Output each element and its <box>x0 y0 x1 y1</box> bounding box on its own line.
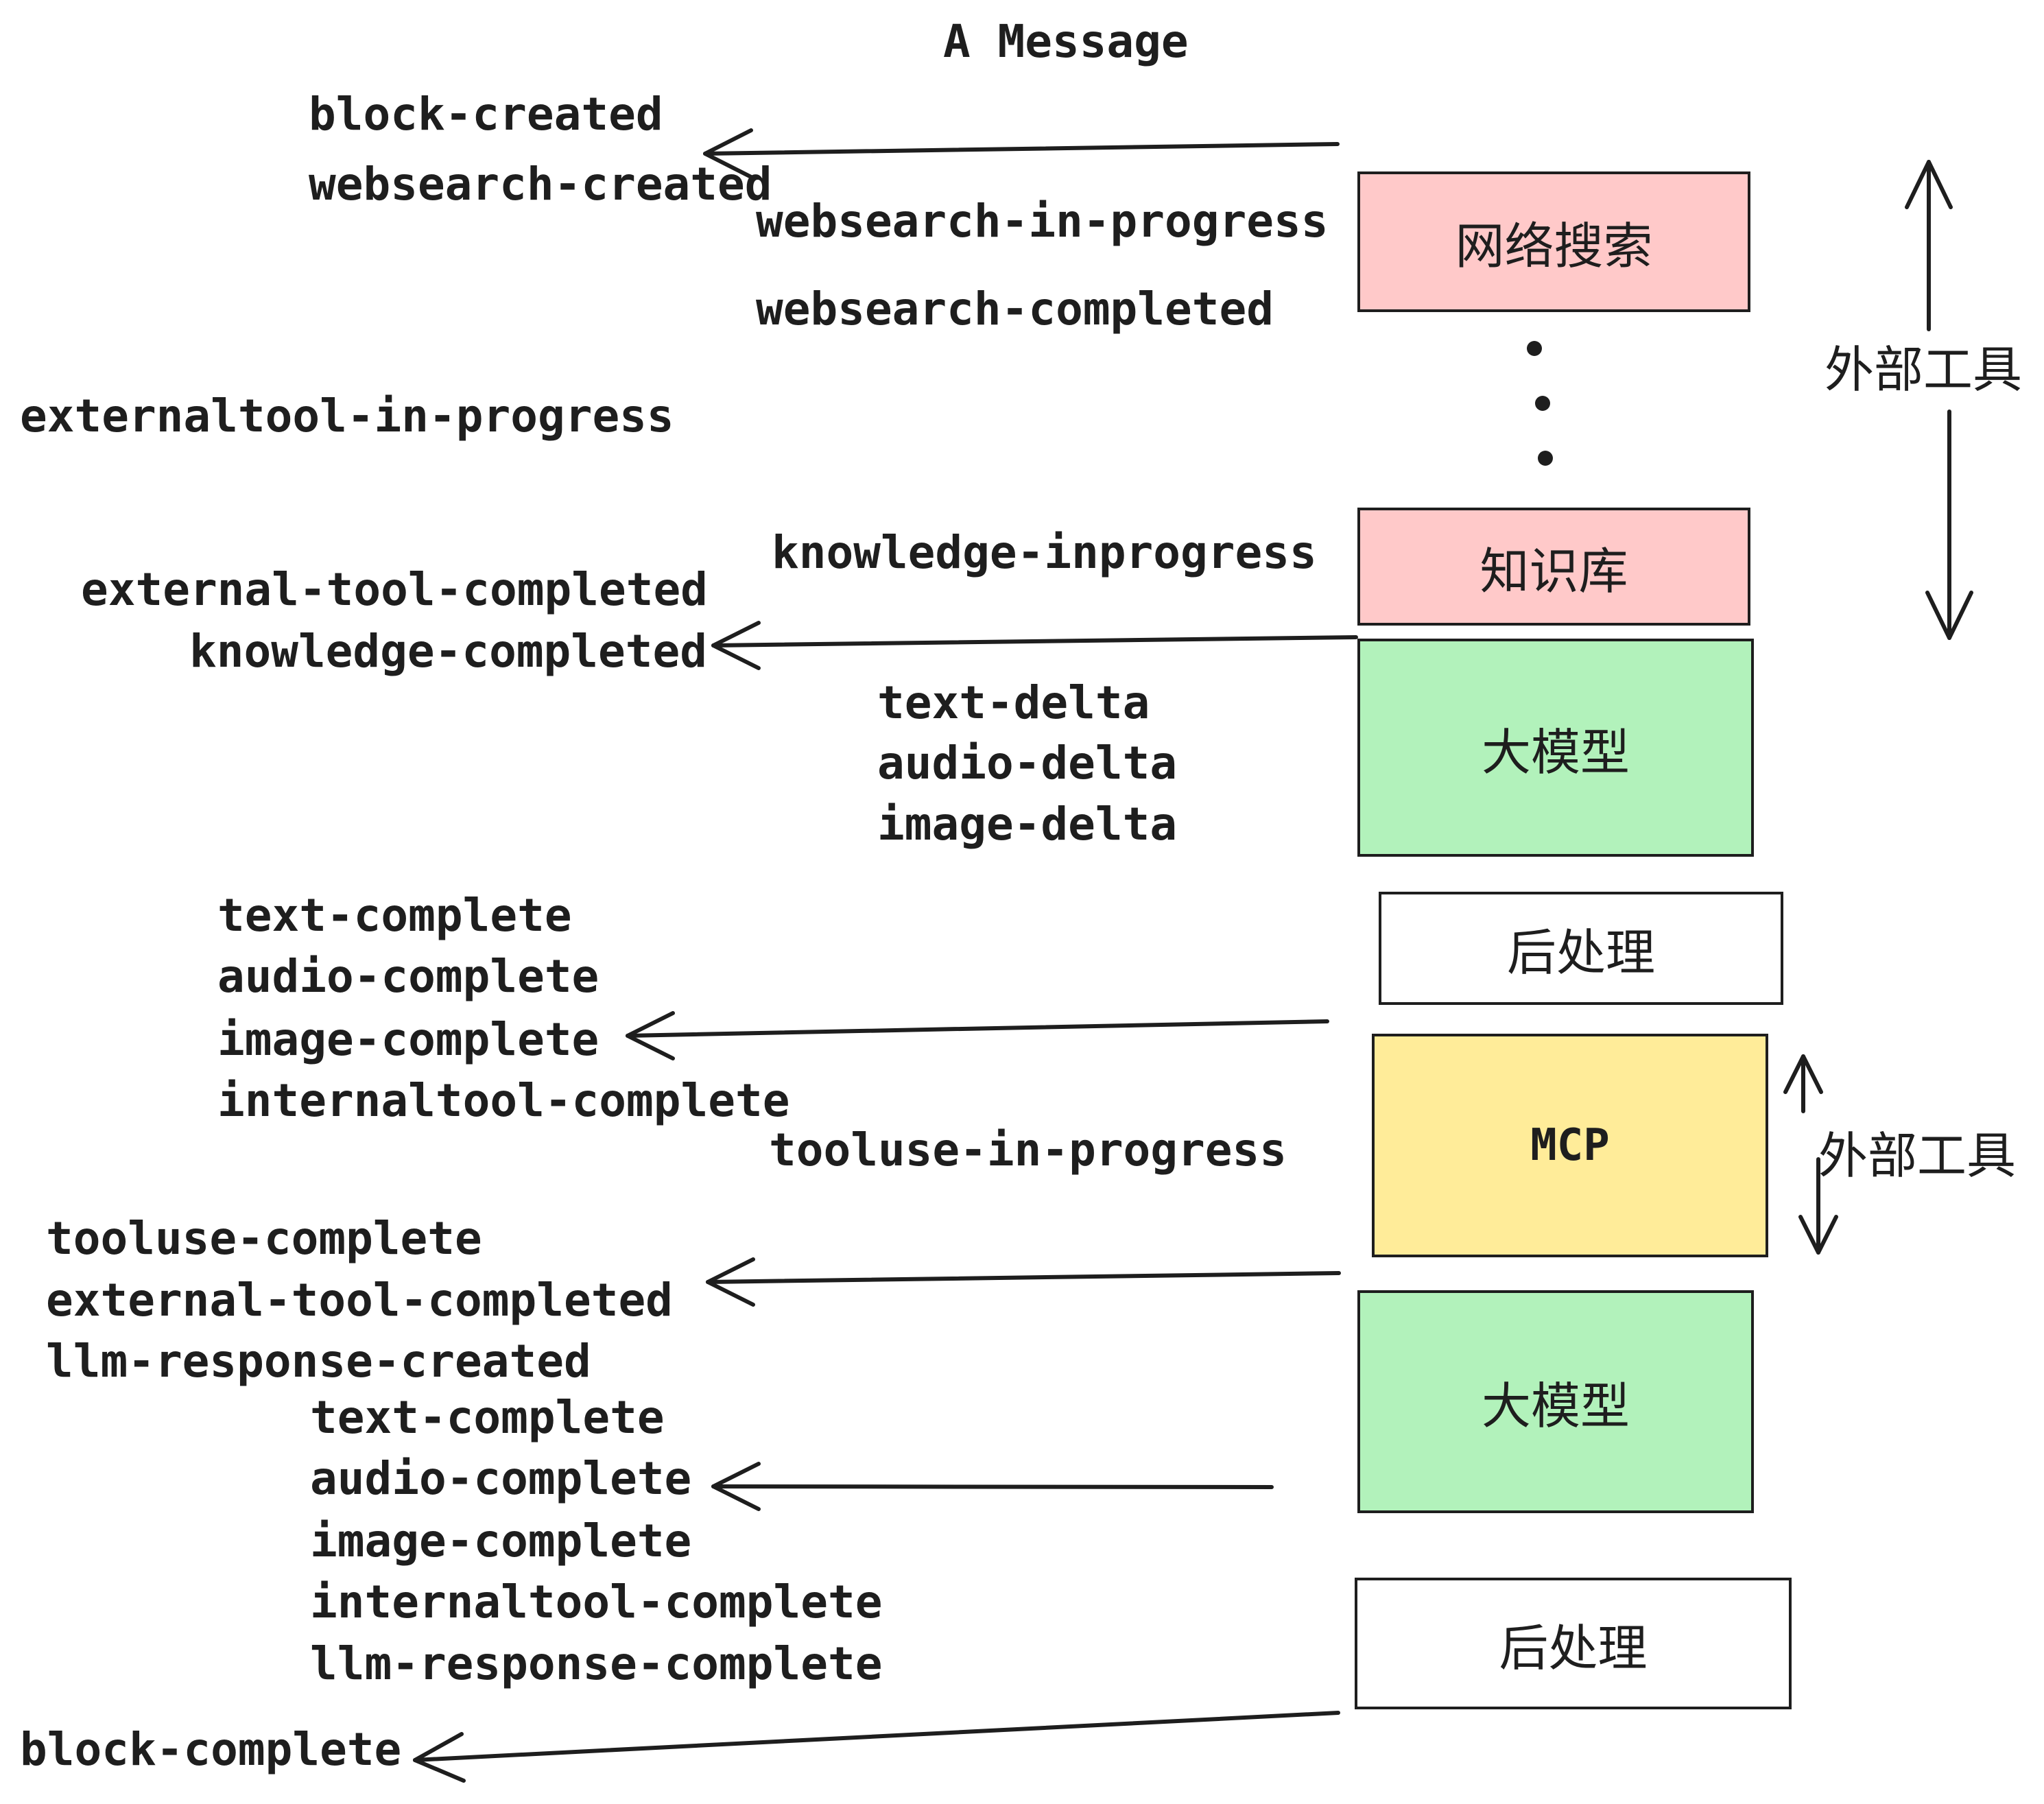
event-external-tool-completed-1: external-tool-completed <box>81 563 708 616</box>
box-postprocess-2: 后处理 <box>1355 1578 1792 1709</box>
box-mcp: MCP <box>1372 1034 1768 1257</box>
ellipsis-dot-2 <box>1535 396 1550 411</box>
ellipsis-dot-3 <box>1538 451 1553 466</box>
box-knowledge-label: 知识库 <box>1479 542 1628 600</box>
box-postprocess-1-label: 后处理 <box>1506 924 1655 982</box>
arrow-to-image-complete <box>626 1011 1329 1060</box>
diagram-title: A Message <box>943 15 1189 68</box>
box-postprocess-2-label: 后处理 <box>1499 1619 1648 1677</box>
ellipsis-dot-1 <box>1527 341 1542 356</box>
event-audio-complete-1: audio-complete <box>217 950 599 1003</box>
arrow-to-audio-complete <box>711 1462 1274 1511</box>
arrow-mcp-external-down <box>1798 1157 1838 1255</box>
box-websearch-label: 网络搜索 <box>1455 217 1653 275</box>
arrow-to-knowledge-completed <box>711 621 1358 670</box>
box-llm-2-label: 大模型 <box>1481 1377 1630 1435</box>
event-image-complete-1: image-complete <box>217 1013 599 1066</box>
box-llm-1: 大模型 <box>1357 639 1754 857</box>
arrow-external-tools-down <box>1925 410 1973 640</box>
event-audio-complete-2: audio-complete <box>310 1452 692 1505</box>
event-external-tool-completed-2: external-tool-completed <box>46 1274 673 1327</box>
label-external-tool-bottom: 外部工具 <box>1818 1127 2017 1185</box>
arrow-mcp-external-up <box>1783 1054 1823 1113</box>
event-audio-delta-1: audio-delta <box>877 737 1178 790</box>
event-llm-response-complete: llm-response-complete <box>310 1637 883 1690</box>
box-websearch: 网络搜索 <box>1357 171 1750 312</box>
event-websearch-created: websearch-created <box>309 158 772 211</box>
box-postprocess-1: 后处理 <box>1379 892 1783 1005</box>
arrow-to-block-complete <box>413 1711 1340 1783</box>
box-llm-2: 大模型 <box>1357 1290 1754 1513</box>
box-mcp-label: MCP <box>1530 1120 1610 1171</box>
event-knowledge-completed: knowledge-completed <box>189 625 707 678</box>
event-tooluse-in-progress: tooluse-in-progress <box>769 1124 1287 1176</box>
event-block-complete: block-complete <box>20 1723 402 1776</box>
event-block-created: block-created <box>309 88 663 141</box>
event-text-delta-1: text-delta <box>877 676 1150 729</box>
box-llm-1-label: 大模型 <box>1481 723 1630 781</box>
event-externaltool-in-progress: externaltool-in-progress <box>20 390 674 442</box>
event-image-delta-1: image-delta <box>877 798 1178 851</box>
event-text-complete-2: text-complete <box>310 1391 665 1444</box>
event-websearch-completed: websearch-completed <box>756 283 1274 335</box>
event-text-complete-1: text-complete <box>217 889 572 942</box>
label-external-tool-top: 外部工具 <box>1825 341 2023 399</box>
event-websearch-in-progress: websearch-in-progress <box>756 195 1329 248</box>
arrow-external-tools-up <box>1905 160 1953 331</box>
event-internaltool-complete-1: internaltool-complete <box>217 1074 790 1127</box>
event-llm-response-created: llm-response-created <box>46 1335 591 1388</box>
event-internaltool-complete-2: internaltool-complete <box>310 1576 883 1628</box>
box-knowledge: 知识库 <box>1357 508 1750 626</box>
event-tooluse-complete: tooluse-complete <box>46 1212 482 1265</box>
arrow-to-external-tool-completed <box>706 1257 1341 1307</box>
event-knowledge-inprogress: knowledge-inprogress <box>772 526 1317 579</box>
arrow-to-websearch-created <box>703 128 1340 179</box>
event-image-complete-2: image-complete <box>310 1515 692 1567</box>
